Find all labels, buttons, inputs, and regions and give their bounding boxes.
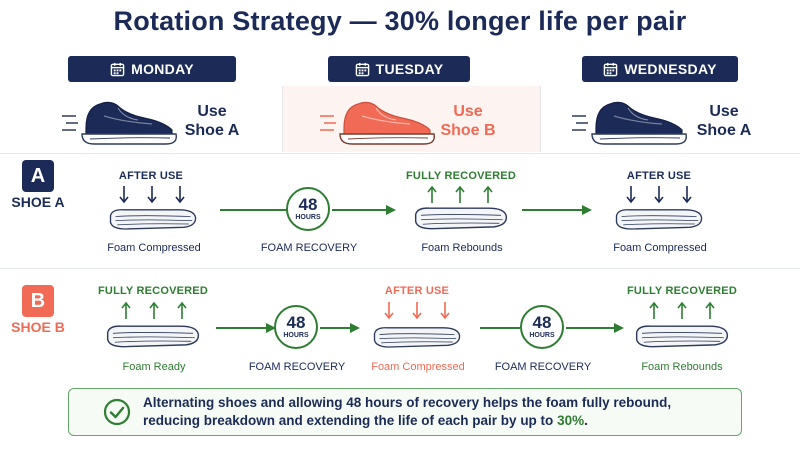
shoe-a-state-3: AFTER USE bbox=[626, 170, 692, 182]
arrow-right-icon bbox=[480, 327, 520, 329]
foam-recovery-label: FOAM RECOVERY bbox=[260, 242, 358, 254]
down-arrows-icon bbox=[119, 186, 185, 204]
shoe-a-caption-1: Foam Compressed bbox=[107, 242, 201, 254]
up-arrows-icon bbox=[427, 185, 493, 203]
shoe-a-caption-3: Foam Compressed bbox=[613, 242, 707, 254]
foam-recovery-label: FOAM RECOVERY bbox=[248, 361, 346, 373]
shoe-b-state-1: FULLY RECOVERED bbox=[98, 285, 208, 297]
navy-shoe-icon bbox=[60, 92, 182, 148]
check-circle-icon bbox=[103, 398, 131, 426]
shoe-a-badge: A bbox=[22, 160, 54, 192]
up-arrows-icon bbox=[121, 301, 187, 319]
navy-shoe-icon bbox=[570, 92, 692, 148]
coral-shoe-icon bbox=[318, 92, 440, 148]
rebounded-sole-icon bbox=[406, 202, 516, 234]
divider bbox=[0, 153, 800, 154]
compressed-sole-icon bbox=[98, 204, 208, 234]
down-arrows-icon bbox=[384, 302, 450, 320]
rebounded-sole-icon bbox=[627, 320, 737, 352]
arrow-right-icon bbox=[522, 205, 592, 215]
shoe-a-label: SHOE A bbox=[11, 194, 65, 210]
compressed-sole-icon bbox=[604, 204, 714, 234]
arrow-right-icon bbox=[332, 205, 396, 215]
shoe-b-caption-1: Foam Ready bbox=[122, 361, 186, 373]
down-arrows-icon bbox=[626, 186, 692, 204]
shoe-b-label: SHOE B bbox=[11, 319, 65, 335]
recovery-48-hours-badge: 48 HOURS bbox=[286, 187, 330, 231]
foam-recovery-label: FOAM RECOVERY bbox=[494, 361, 592, 373]
recovery-48-hours-badge: 48 HOURS bbox=[520, 305, 564, 349]
calendar-icon bbox=[603, 62, 618, 77]
arrow-right-icon bbox=[216, 323, 276, 333]
shoe-a-caption-2: Foam Rebounds bbox=[421, 242, 503, 254]
column-divider bbox=[540, 86, 541, 152]
compressed-sole-icon bbox=[362, 322, 472, 352]
shoe-b-caption-2: Foam Compressed bbox=[371, 361, 465, 373]
up-arrows-icon bbox=[649, 301, 715, 319]
shoe-b-badge: B bbox=[22, 285, 54, 317]
percent-highlight: 30% bbox=[557, 413, 585, 428]
shoe-a-state-1: AFTER USE bbox=[118, 170, 184, 182]
calendar-icon bbox=[355, 62, 370, 77]
shoe-b-caption-3: Foam Rebounds bbox=[641, 361, 723, 373]
summary-box: Alternating shoes and allowing 48 hours … bbox=[68, 388, 742, 436]
day-badge-wednesday: WEDNESDAY bbox=[582, 56, 738, 82]
calendar-icon bbox=[110, 62, 125, 77]
summary-text: Alternating shoes and allowing 48 hours … bbox=[143, 395, 672, 428]
arrow-right-icon bbox=[566, 323, 624, 333]
ready-sole-icon bbox=[98, 320, 208, 352]
page-title: Rotation Strategy — 30% longer life per … bbox=[113, 6, 687, 36]
shoe-b-state-3: FULLY RECOVERED bbox=[627, 285, 737, 297]
shoe-b-state-2: AFTER USE bbox=[384, 285, 450, 297]
day-badge-monday: MONDAY bbox=[68, 56, 236, 82]
day-badge-tuesday: TUESDAY bbox=[328, 56, 470, 82]
recovery-48-hours-badge: 48 HOURS bbox=[274, 305, 318, 349]
arrow-right-icon bbox=[320, 323, 360, 333]
divider bbox=[0, 268, 800, 269]
column-divider bbox=[282, 86, 283, 152]
shoe-a-state-2: FULLY RECOVERED bbox=[406, 170, 516, 182]
